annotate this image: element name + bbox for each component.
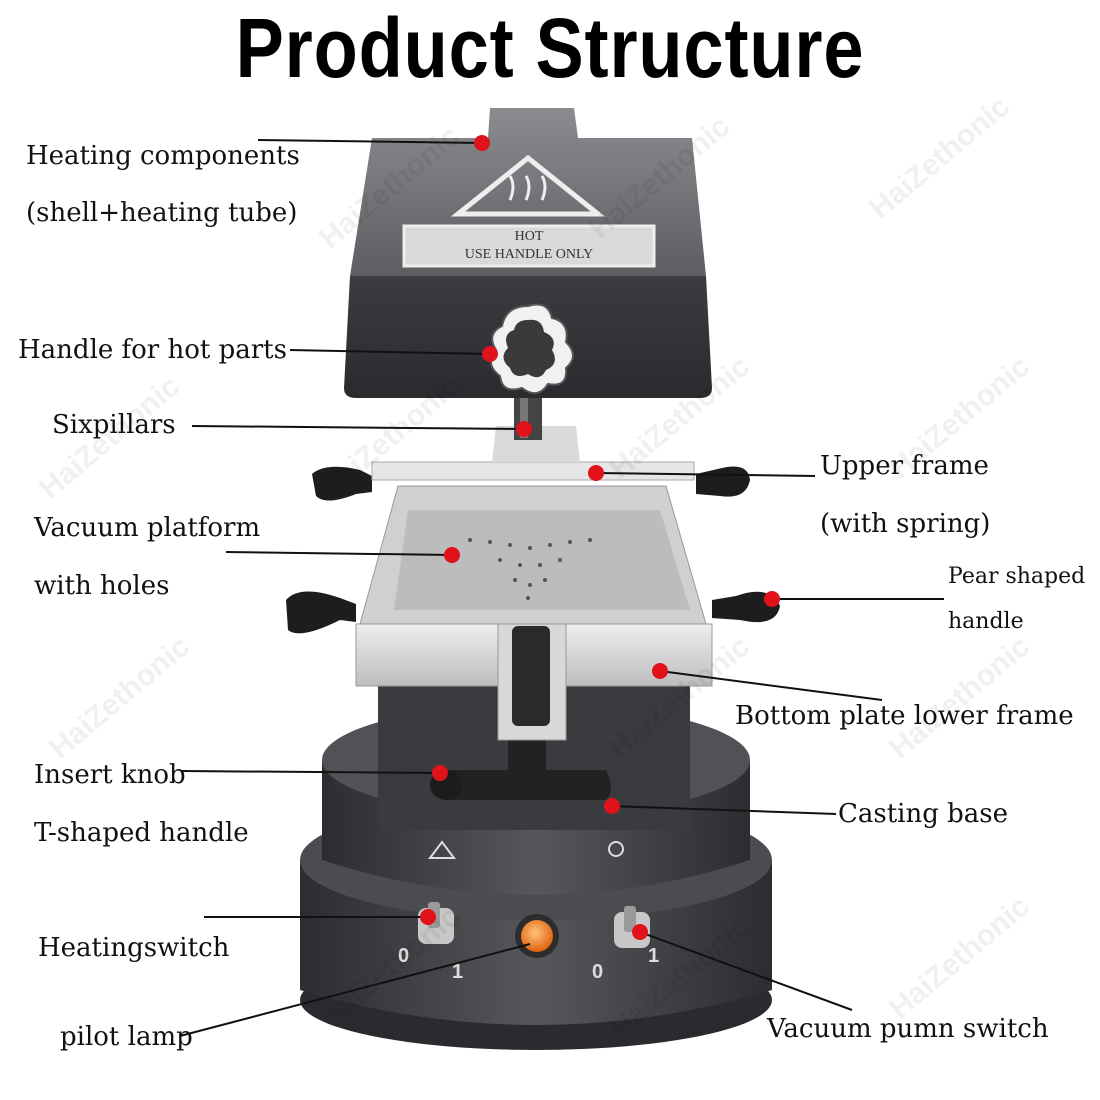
upper-frame — [371, 461, 695, 481]
watermark-text: HaiZethonic — [43, 630, 196, 766]
vacuum-switch-0-label: 0 — [592, 961, 603, 983]
label-sixpillars: Sixpillars — [52, 410, 176, 440]
pilot-lamp — [515, 914, 559, 958]
label-handle-hot-parts: Handle for hot parts — [18, 335, 287, 365]
label-pear-shaped-handle: Pear shaped — [948, 564, 1086, 589]
heating-switch-0-label: 0 — [398, 945, 409, 967]
marker-handle-hot — [482, 346, 498, 362]
label-casting-base: Casting base — [838, 799, 1009, 829]
marker-vacuum-platform — [444, 547, 460, 563]
label-upper-frame: Upper frame — [820, 451, 989, 481]
pillar — [492, 390, 580, 462]
leader-vacuum-platform — [225, 551, 453, 556]
label-vacuum-platform-detail: with holes — [34, 571, 170, 601]
leader-vacuum-switch — [639, 931, 853, 1011]
leader-handle-hot — [289, 349, 491, 355]
callout-lines — [179, 139, 944, 1037]
marker-casting-base — [604, 798, 620, 814]
page-title: Product Structure — [235, 1, 865, 95]
heating-switch-1-label: 1 — [452, 961, 463, 983]
leader-upper-frame — [595, 472, 816, 477]
watermark-text: HaiZethonic — [863, 90, 1016, 226]
callout-markers — [420, 135, 780, 940]
label-t-shaped-handle: T-shaped handle — [34, 818, 249, 848]
leader-heating-components — [257, 139, 483, 144]
handle-for-hot-parts[interactable] — [489, 303, 574, 395]
label-insert-knob: Insert knob — [34, 760, 186, 790]
label-pilot-lamp: pilot lamp — [60, 1022, 193, 1052]
watermark-text: HaiZethonic — [883, 890, 1036, 1026]
bottom-plate-lower-frame — [355, 621, 713, 741]
warning-plate — [402, 224, 656, 268]
vacuum-switch-1-label: 1 — [648, 945, 659, 967]
label-vacuum-platform: Vacuum platform — [34, 513, 261, 543]
marker-heating-switch — [420, 909, 436, 925]
leader-pilot-lamp — [179, 943, 531, 1037]
power-symbol-icon — [608, 841, 624, 857]
label-heating-components: Heating components — [26, 141, 300, 171]
label-bottom-plate: Bottom plate lower frame — [735, 701, 1074, 731]
warning-plate-hot: HOT — [515, 229, 544, 244]
warning-plate-use-handle: USE HANDLE ONLY — [465, 247, 593, 262]
leader-bottom-plate — [659, 670, 883, 701]
heat-warning-icon — [450, 154, 606, 217]
leader-insert-knob — [181, 770, 441, 774]
marker-sixpillars — [516, 421, 532, 437]
label-pear-shaped-handle-2: handle — [948, 609, 1024, 634]
marker-vacuum-switch — [632, 924, 648, 940]
pear-shaped-handles[interactable] — [286, 466, 780, 634]
warning-triangle-icon — [428, 840, 456, 859]
watermark-text: HaiZethonic — [883, 630, 1036, 766]
marker-upper-frame — [588, 465, 604, 481]
vacuum-platform — [359, 485, 707, 625]
label-heating-switch: Heatingswitch — [38, 933, 230, 963]
marker-pear-handle — [764, 591, 780, 607]
marker-insert-knob — [432, 765, 448, 781]
leader-casting-base — [611, 805, 837, 815]
leader-sixpillars — [191, 425, 525, 430]
marker-bottom-plate — [652, 663, 668, 679]
label-vacuum-pump-switch: Vacuum pumn switch — [767, 1014, 1049, 1044]
label-upper-frame-detail: (with spring) — [820, 509, 991, 539]
label-heating-components-detail: (shell+heating tube) — [26, 198, 298, 228]
marker-heating-components — [474, 135, 490, 151]
